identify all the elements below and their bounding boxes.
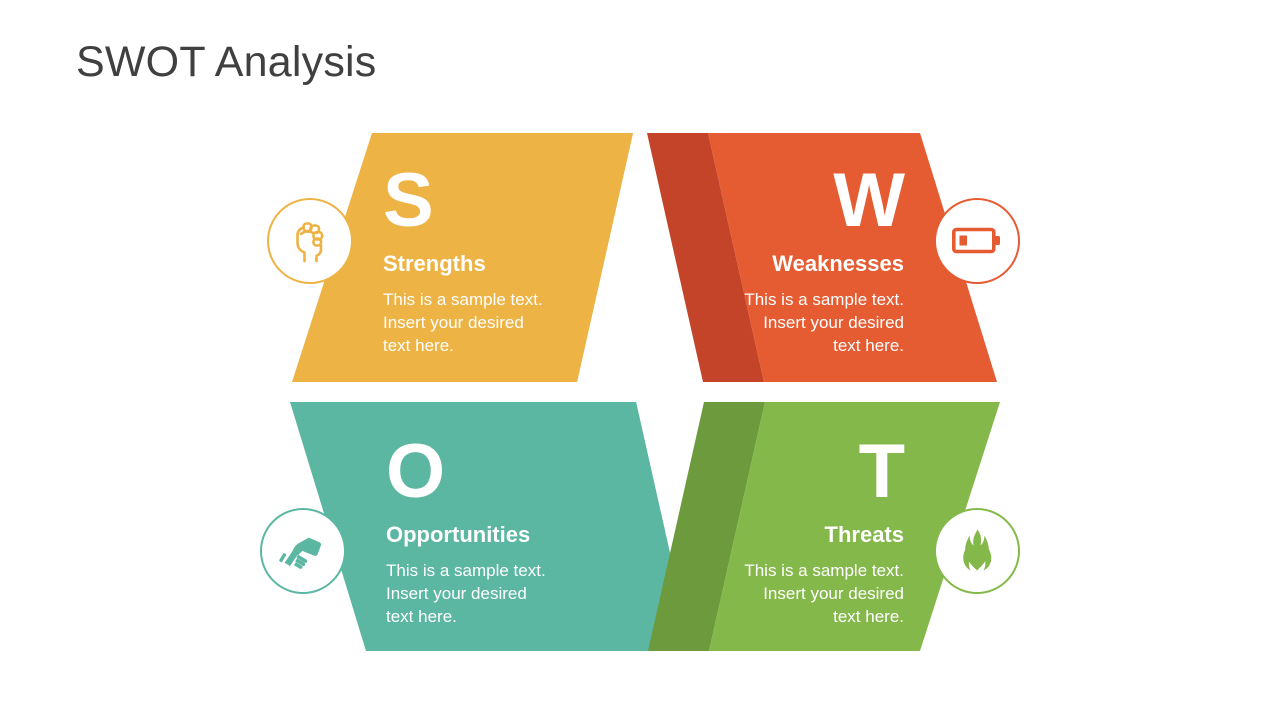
handshake-icon bbox=[278, 529, 328, 573]
quadrant-title-weaknesses: Weaknesses bbox=[772, 251, 904, 276]
flame-icon bbox=[955, 526, 999, 576]
badge-threats[interactable] bbox=[934, 508, 1020, 594]
quadrant-weaknesses-shadow bbox=[647, 133, 764, 382]
badge-opportunities[interactable] bbox=[260, 508, 346, 594]
quadrant-weaknesses-body bbox=[708, 133, 997, 382]
quadrant-text-weaknesses: W Weaknesses This is a sample text. Inse… bbox=[672, 158, 905, 357]
quadrant-letter-threats: T bbox=[858, 429, 905, 514]
quadrant-letter-opportunities: O bbox=[386, 429, 445, 514]
quadrant-title-opportunities: Opportunities bbox=[386, 522, 531, 547]
quadrant-text-strengths: S Strengths This is a sample text. Inser… bbox=[383, 163, 613, 357]
quadrant-body-strengths: This is a sample text. Insert your desir… bbox=[383, 290, 543, 356]
low-battery-icon bbox=[952, 226, 1002, 256]
quadrant-opportunities-body bbox=[290, 402, 692, 651]
quadrant-threats[interactable] bbox=[648, 402, 1000, 651]
quadrant-text-opportunities: O Opportunities This is a sample text. I… bbox=[386, 434, 626, 628]
quadrant-weaknesses[interactable] bbox=[647, 133, 997, 382]
quadrant-threats-body bbox=[709, 402, 1000, 651]
page-title: SWOT Analysis bbox=[76, 38, 377, 86]
raised-fist-icon bbox=[288, 218, 332, 264]
badge-strengths[interactable] bbox=[267, 198, 353, 284]
quadrant-threats-shadow bbox=[648, 402, 765, 651]
badge-weaknesses[interactable] bbox=[934, 198, 1020, 284]
quadrant-letter-weaknesses: W bbox=[833, 158, 905, 243]
quadrant-body-threats: This is a sample text. Insert your desir… bbox=[744, 561, 904, 627]
quadrant-title-threats: Threats bbox=[824, 522, 904, 547]
quadrant-letter-strengths: S bbox=[383, 158, 434, 243]
quadrant-title-strengths: Strengths bbox=[383, 251, 486, 276]
quadrant-strengths[interactable] bbox=[292, 133, 633, 382]
quadrant-body-opportunities: This is a sample text. Insert your desir… bbox=[386, 561, 546, 627]
quadrant-strengths-body bbox=[292, 133, 633, 382]
quadrant-body-weaknesses: This is a sample text. Insert your desir… bbox=[744, 290, 904, 356]
quadrant-text-threats: T Threats This is a sample text. Insert … bbox=[672, 429, 905, 628]
